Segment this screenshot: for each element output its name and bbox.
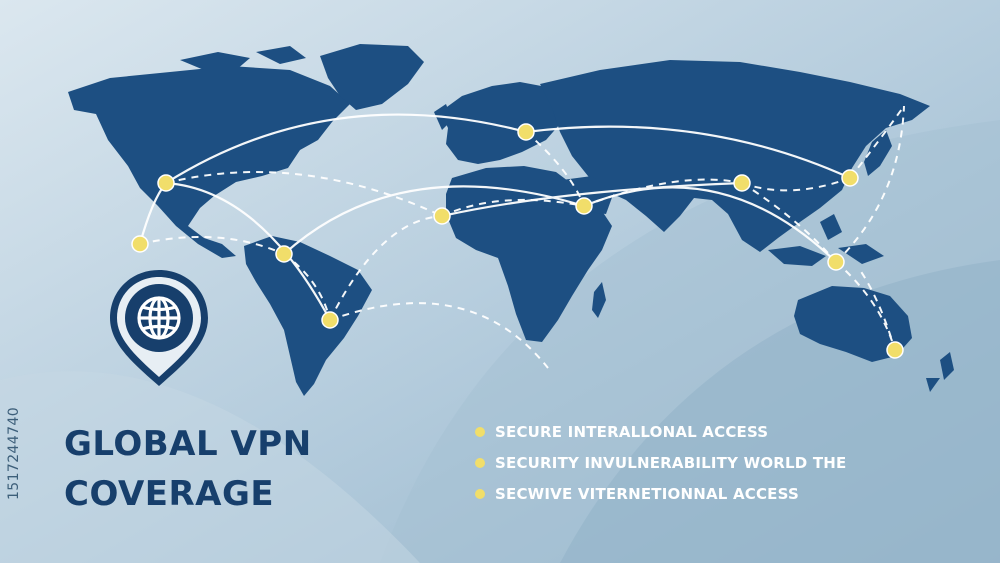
- continent-africa: [446, 166, 612, 342]
- feature-item: SECWIVE VITERNETIONNAL ACCESS: [472, 482, 847, 513]
- globe-location-pin-icon: [110, 270, 208, 386]
- node-3: [275, 245, 293, 263]
- title-line-2: COVERAGE: [64, 474, 275, 514]
- node-7: [575, 197, 593, 215]
- feature-item: SECURITY INVULNERABILITY WORLD THE: [472, 451, 847, 482]
- title-line-1: GLOBAL VPN: [64, 424, 312, 464]
- node-5: [433, 207, 451, 225]
- node-6: [517, 123, 535, 141]
- feature-item: SECURE INTERALLONAL ACCESS: [472, 420, 847, 451]
- stock-id-vertical: 1517244740: [6, 407, 22, 500]
- node-11: [886, 341, 904, 359]
- continent-south-america: [244, 236, 372, 396]
- feature-text: SECWIVE VITERNETIONNAL ACCESS: [495, 485, 799, 503]
- continent-north-america: [68, 66, 350, 258]
- feature-text: SECURITY INVULNERABILITY WORLD THE: [495, 454, 847, 472]
- bullet-dot-icon: [475, 489, 485, 499]
- node-8: [733, 174, 751, 192]
- feature-text: SECURE INTERALLONAL ACCESS: [495, 423, 769, 441]
- stock-id-text: 1517244740: [6, 407, 22, 500]
- continent-greenland: [320, 44, 424, 110]
- continent-australia: [794, 286, 912, 362]
- feature-list: SECURE INTERALLONAL ACCESS SECURITY INVU…: [472, 420, 847, 513]
- node-4: [321, 311, 339, 329]
- node-2: [157, 174, 175, 192]
- node-10: [827, 253, 845, 271]
- bullet-dot-icon: [475, 427, 485, 437]
- node-1: [131, 235, 149, 253]
- continent-asia: [540, 60, 930, 252]
- bullet-dot-icon: [475, 458, 485, 468]
- node-9: [841, 169, 859, 187]
